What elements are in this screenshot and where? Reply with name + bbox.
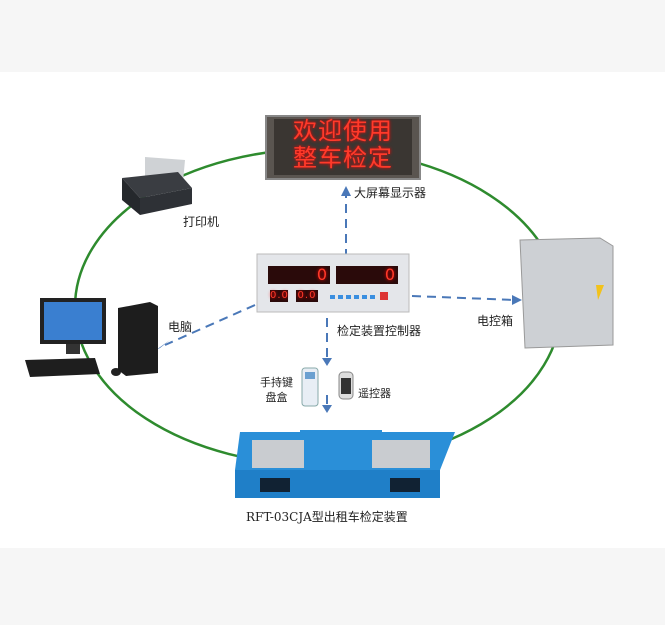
- display-label: 大屏幕显示器: [354, 186, 427, 200]
- controller-readout-2: 0: [384, 265, 396, 284]
- control-box-label: 电控箱: [477, 314, 514, 328]
- handheld-label-line-2: 盘盒: [265, 391, 288, 404]
- calibration-device-image: [235, 430, 455, 498]
- controller-image: [256, 253, 410, 313]
- controller-readout-3: 0.0: [270, 290, 289, 301]
- led-line-1: 欢迎使用: [293, 117, 393, 145]
- printer-image: [122, 157, 192, 215]
- handheld-label: 手持键 盘盒: [260, 375, 293, 405]
- remote-label: 遥控器: [358, 387, 391, 400]
- computer-image: [25, 298, 158, 377]
- led-display-screen: [265, 115, 421, 180]
- controller-readout-1: 0: [316, 265, 328, 284]
- led-line-2: 整车检定: [293, 144, 393, 172]
- remote-control-image: [338, 371, 354, 400]
- computer-label: 电脑: [168, 320, 193, 334]
- controller-label: 检定装置控制器: [337, 324, 422, 338]
- bottom-band: [0, 548, 665, 625]
- device-label: RFT-03CJA型出租车检定装置: [246, 510, 408, 524]
- handheld-keypad-image: [301, 367, 319, 407]
- top-band: [0, 0, 665, 72]
- handheld-label-line-1: 手持键: [260, 376, 293, 389]
- controller-readout-4: 0.0: [297, 290, 317, 301]
- arrow-to-control-box: [411, 295, 516, 301]
- printer-label: 打印机: [183, 215, 220, 229]
- control-box-image: [519, 237, 614, 349]
- arrow-to-computer: [164, 304, 256, 346]
